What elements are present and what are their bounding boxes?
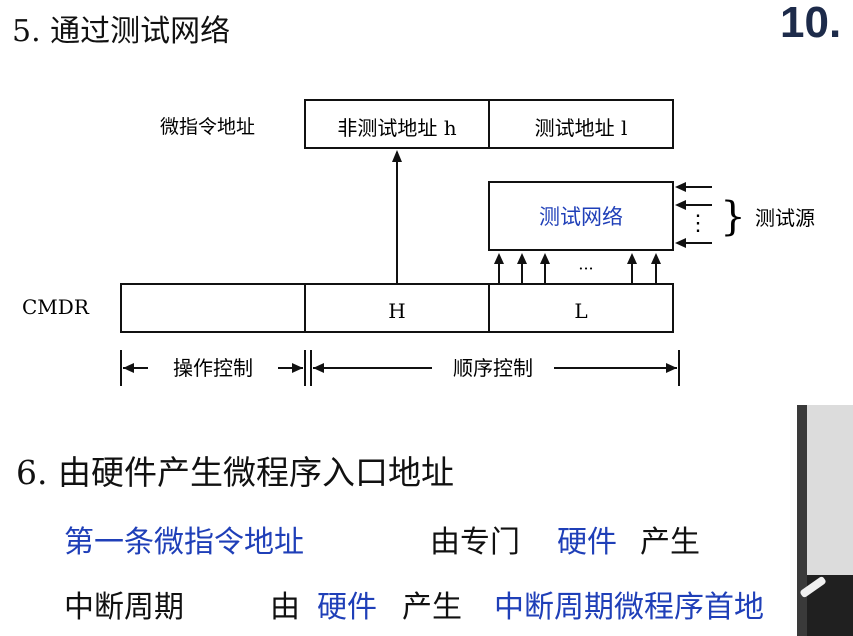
cmdr-register — [120, 283, 674, 333]
test-network-label: 测试网络 — [539, 205, 623, 229]
microprogram-address-diagram: 微指令地址 非测试地址 h 测试地址 l 测试网络 ⋮ } 测试源 ··· CM… — [22, 99, 815, 386]
interrupt-cycle-text: 中断周期 — [64, 590, 184, 625]
cmdr-h-field: H — [388, 299, 405, 323]
vertical-dots: ⋮ — [687, 211, 709, 236]
generate-text-2: 产生 — [402, 590, 462, 625]
first-micro-address-text: 第一条微指令地址 — [64, 525, 304, 560]
test-source-arrows — [675, 182, 712, 248]
seq-control-label: 顺序控制 — [453, 356, 533, 380]
hardware-text-2: 硬件 — [317, 590, 377, 625]
dimension-lines — [120, 350, 680, 386]
hardware-text: 硬件 — [557, 525, 617, 560]
cmdr-label: CMDR — [22, 295, 90, 319]
brace: } — [720, 194, 745, 240]
chapter-number: 10. — [780, 0, 842, 47]
by-dedicated-text: 由专门 — [430, 525, 520, 560]
by-text: 由 — [270, 590, 300, 625]
micro-address-label: 微指令地址 — [160, 116, 255, 138]
section-title-6: 6. 由硬件产生微程序入口地址 — [16, 453, 454, 492]
generate-text: 产生 — [640, 525, 700, 560]
test-source-label: 测试源 — [755, 206, 815, 230]
non-test-address-h: 非测试地址 h — [337, 116, 456, 140]
test-address-l: 测试地址 l — [535, 116, 628, 140]
presenter-video-overlay — [797, 405, 853, 636]
l-to-network-arrows — [494, 253, 661, 284]
cmdr-l-field: L — [574, 299, 587, 323]
section-title-5: 5. 通过测试网络 — [12, 14, 231, 49]
interrupt-microprogram-address-text: 中断周期微程序首地 — [494, 590, 764, 625]
op-control-label: 操作控制 — [173, 356, 253, 380]
horizontal-dots: ··· — [578, 259, 593, 278]
test-network-box — [488, 181, 674, 251]
